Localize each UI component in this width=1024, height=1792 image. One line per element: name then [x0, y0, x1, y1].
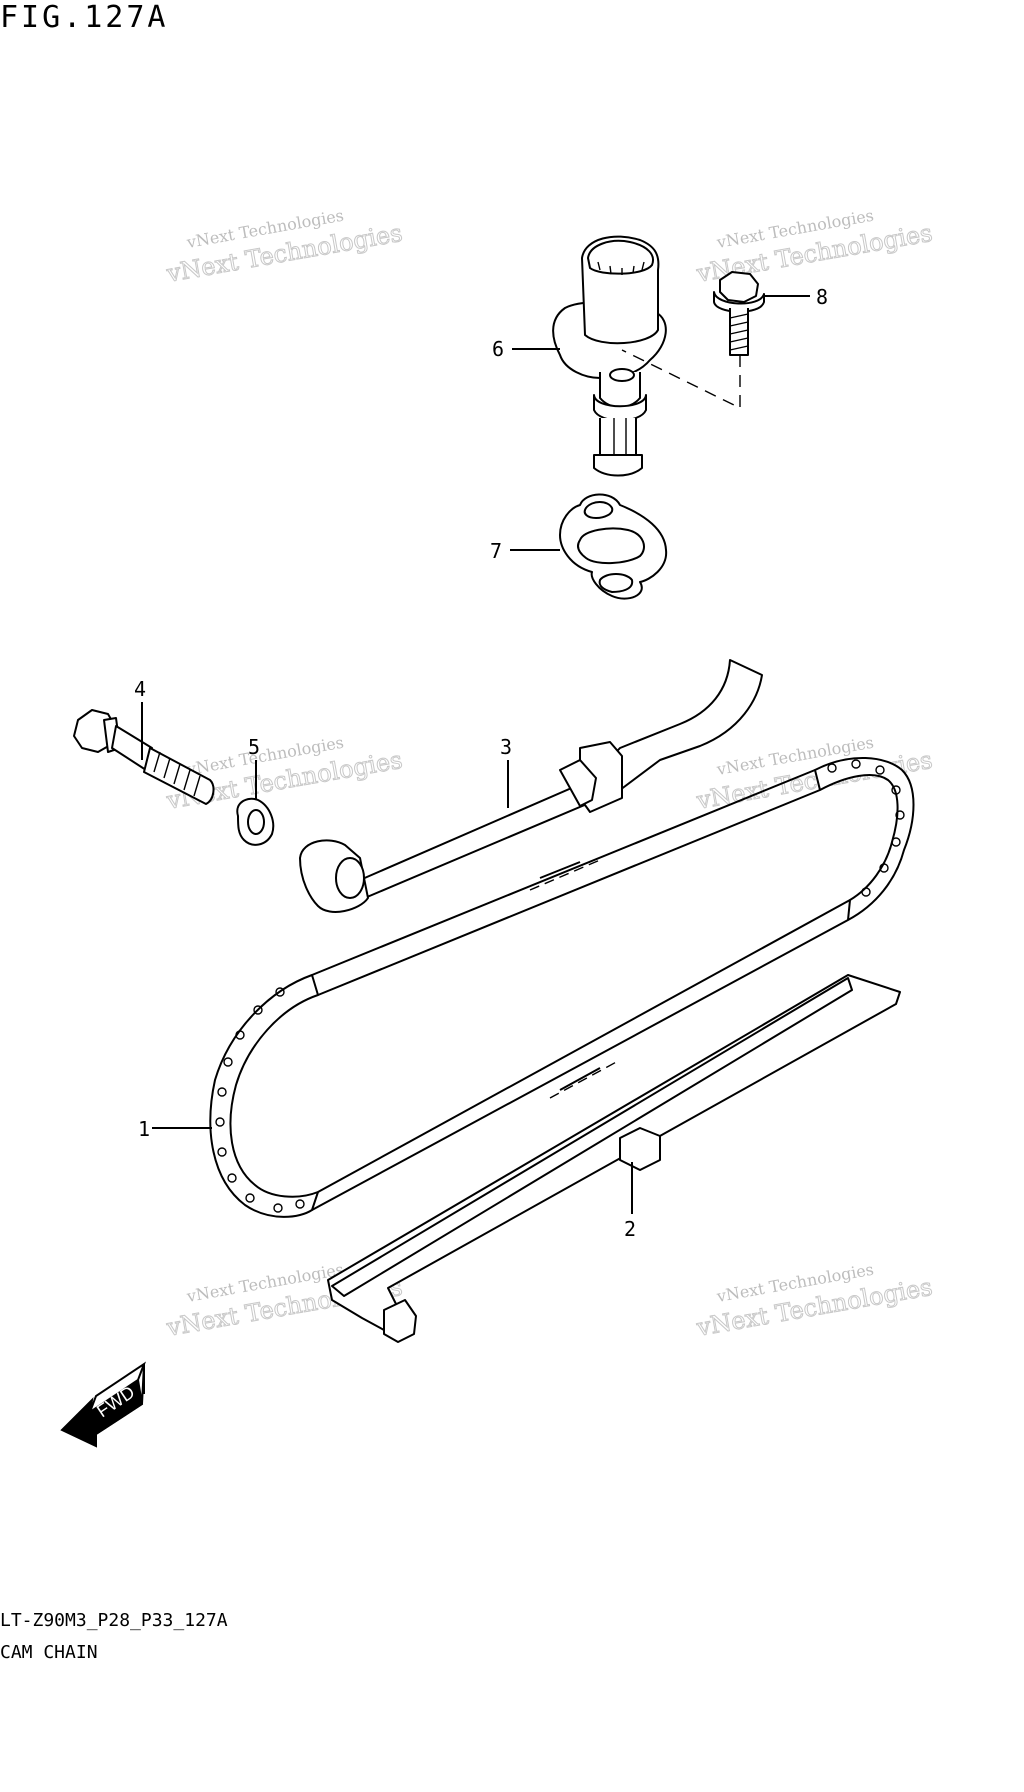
tensioner-bolt-part	[713, 271, 765, 356]
tensioner-adjuster-part	[552, 235, 667, 477]
callout-3: 3	[500, 735, 512, 759]
pivot-bolt-part	[73, 709, 215, 805]
watermark-mid-left: vNext Technologies vNext Technologies	[163, 733, 405, 816]
chain-guide-part	[327, 974, 901, 1343]
callout-2: 2	[624, 1217, 636, 1241]
watermark-top-left: vNext Technologies vNext Technologies	[163, 206, 405, 289]
watermark-top-right: vNext Technologies vNext Technologies	[693, 206, 935, 289]
figure-name: CAM CHAIN	[0, 1642, 98, 1663]
tensioner-gasket-part	[559, 493, 668, 600]
callout-8: 8	[816, 285, 828, 309]
callout-7: 7	[490, 539, 502, 563]
watermark-bottom-right: vNext Technologies vNext Technologies	[693, 1260, 935, 1343]
pivot-washer-part	[236, 797, 275, 846]
bolt-alignment-dashes	[621, 349, 741, 410]
callout-4: 4	[134, 677, 146, 701]
figure-title: FIG.127A	[0, 0, 169, 35]
cam-chain-part	[209, 757, 915, 1218]
fwd-arrow-icon: FWD	[60, 1361, 147, 1448]
figure-code: LT-Z90M3_P28_P33_127A	[0, 1610, 228, 1631]
callout-1: 1	[138, 1117, 150, 1141]
callout-6: 6	[492, 337, 504, 361]
tensioner-guide-part	[299, 659, 763, 913]
callout-5: 5	[248, 735, 260, 759]
